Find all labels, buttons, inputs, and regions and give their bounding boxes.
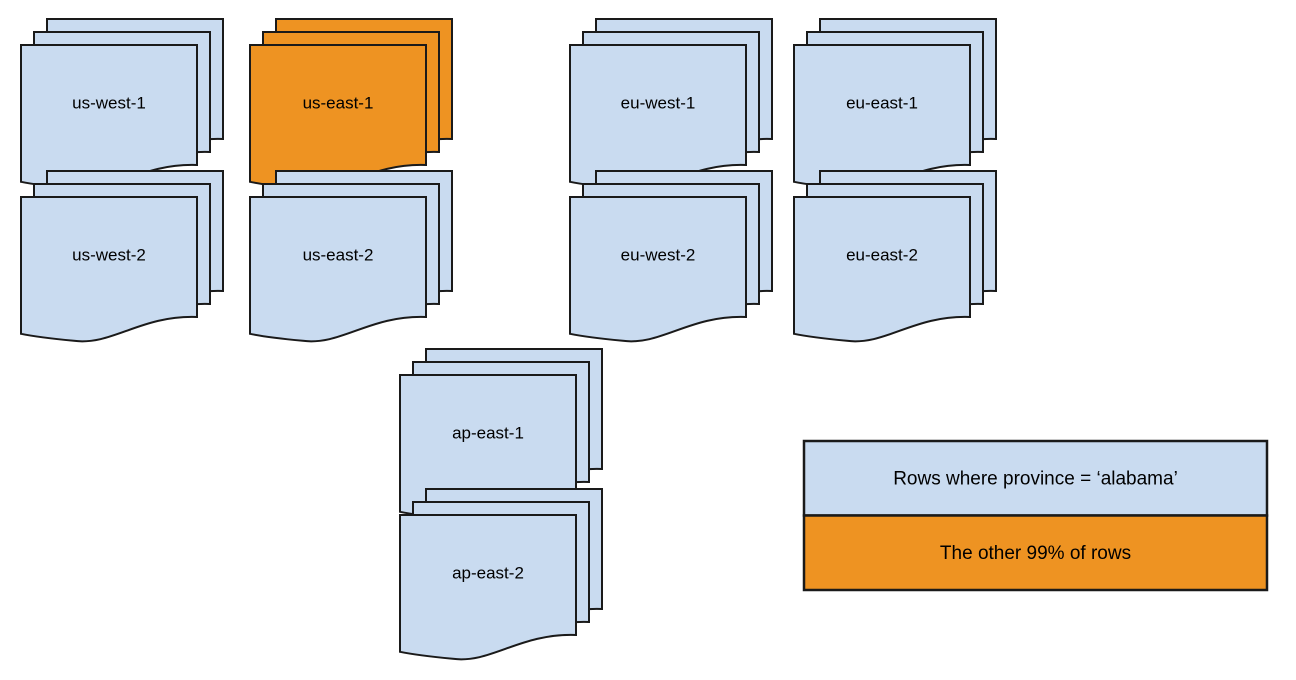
document-front — [569, 44, 747, 191]
legend-label-other-rows: The other 99% of rows — [940, 543, 1131, 564]
legend-row-alabama-rows: Rows where province = ‘alabama’ — [802, 439, 1269, 517]
region-stack-us-east-1[interactable]: us-east-1 — [249, 18, 453, 191]
region-label-us-west-2: us-west-2 — [72, 245, 146, 264]
region-label-us-west-1: us-west-1 — [72, 93, 146, 112]
region-label-ap-east-1: ap-east-1 — [452, 423, 524, 442]
legend-label-alabama-rows: Rows where province = ‘alabama’ — [893, 468, 1178, 489]
legend-row-other-rows: The other 99% of rows — [802, 514, 1269, 592]
region-label-eu-west-2: eu-west-2 — [621, 245, 696, 264]
document-front — [20, 196, 198, 343]
region-stack-us-east-2[interactable]: us-east-2 — [249, 170, 453, 343]
region-stack-us-west-2[interactable]: us-west-2 — [20, 170, 224, 343]
document-front — [793, 44, 971, 191]
region-stack-eu-west-2[interactable]: eu-west-2 — [569, 170, 773, 343]
legend-swatch-other-rows — [802, 514, 1269, 592]
region-stack-ap-east-2[interactable]: ap-east-2 — [399, 488, 603, 661]
region-label-ap-east-2: ap-east-2 — [452, 563, 524, 582]
document-front — [793, 196, 971, 343]
legend-group: Rows where province = ‘alabama’ The other… — [802, 439, 1269, 592]
legend-swatch-alabama-rows — [802, 439, 1269, 517]
document-front — [249, 196, 427, 343]
document-front — [399, 514, 577, 661]
region-label-eu-east-2: eu-east-2 — [846, 245, 918, 264]
region-stack-eu-west-1[interactable]: eu-west-1 — [569, 18, 773, 191]
region-label-eu-east-1: eu-east-1 — [846, 93, 918, 112]
document-front — [20, 44, 198, 191]
region-stack-us-west-1[interactable]: us-west-1 — [20, 18, 224, 191]
region-label-us-east-1: us-east-1 — [303, 93, 374, 112]
region-label-us-east-2: us-east-2 — [303, 245, 374, 264]
region-label-eu-west-1: eu-west-1 — [621, 93, 696, 112]
region-stacks-group: us-west-1 us-east-1 eu-west-1 eu-east-1 us-w… — [20, 18, 997, 661]
region-stack-eu-east-2[interactable]: eu-east-2 — [793, 170, 997, 343]
region-stack-ap-east-1[interactable]: ap-east-1 — [399, 348, 603, 521]
document-front — [569, 196, 747, 343]
region-stack-eu-east-1[interactable]: eu-east-1 — [793, 18, 997, 191]
document-front — [249, 44, 427, 191]
